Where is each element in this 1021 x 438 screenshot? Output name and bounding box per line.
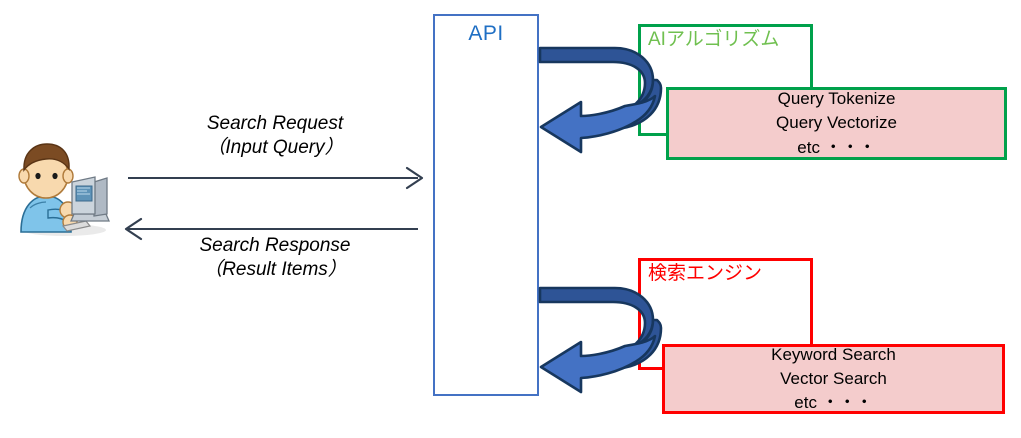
search-response-label-line1: Search Response [199, 235, 351, 256]
api-box [433, 14, 539, 396]
search-request-label: Search Request （Input Query） [150, 112, 400, 161]
search-request-arrowhead [404, 166, 426, 195]
search-response-arrowhead [122, 217, 144, 246]
search-request-label-line2: （Input Query） [206, 137, 344, 159]
search-response-arrow-line [128, 228, 418, 230]
circular-arrow-ai-icon [537, 42, 663, 158]
search-detail-line-1: Keyword Search [771, 344, 896, 364]
ai-detail-line-2: Query Vectorize [776, 113, 897, 133]
search-request-label-line1: Search Request [206, 113, 344, 134]
ai-detail-line-3: etc ・・・ [797, 137, 876, 157]
search-request-arrow-line [128, 177, 418, 179]
search-response-label: Search Response （Result Items） [150, 234, 400, 283]
ai-detail-line-1: Query Tokenize [777, 89, 896, 109]
circular-arrow-search-icon [537, 282, 663, 398]
search-detail-line-3: etc ・・・ [794, 393, 873, 413]
search-engine-detail-box: Keyword Search Vector Search etc ・・・ [662, 344, 1005, 414]
ai-algorithm-title: AIアルゴリズム [648, 29, 780, 50]
search-detail-line-2: Vector Search [780, 368, 887, 388]
api-label: API [468, 22, 504, 45]
search-response-label-line2: （Result Items） [203, 259, 347, 281]
ai-algorithm-detail-box: Query Tokenize Query Vectorize etc ・・・ [666, 87, 1007, 160]
search-engine-title: 検索エンジン [648, 263, 763, 284]
user-at-computer-icon [8, 138, 112, 238]
